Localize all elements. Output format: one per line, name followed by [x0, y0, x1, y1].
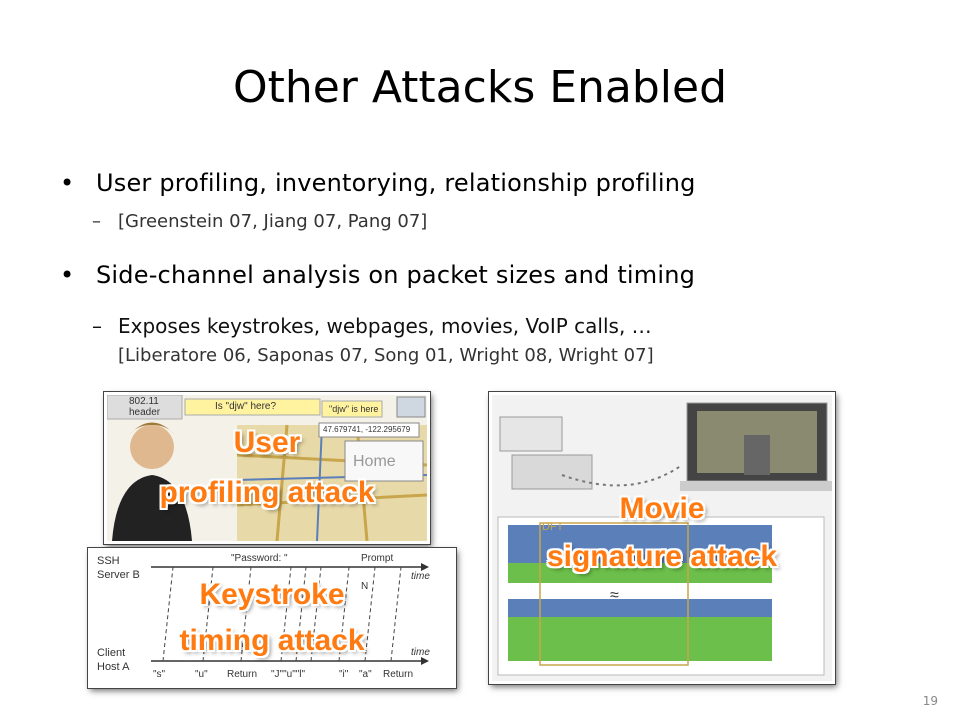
home-box: [344, 440, 424, 482]
header-text: 802.11 header: [129, 396, 161, 418]
key-label: "i": [339, 669, 349, 680]
dft-text: DFT: [542, 521, 564, 533]
query-text: Is "djw" here?: [215, 401, 277, 412]
n-label: N: [361, 581, 369, 592]
bullet-1: • User profiling, inventorying, relation…: [60, 168, 696, 198]
laptop-base: [680, 481, 832, 491]
slide-title: Other Attacks Enabled: [232, 62, 728, 113]
client-arrow-icon: [421, 657, 429, 665]
router-icon: [396, 396, 426, 418]
bullet-dot: •: [60, 261, 75, 289]
key-label: "u": [195, 669, 208, 680]
movie-signature-illustration: [492, 395, 832, 681]
plot-1-green: [508, 563, 772, 583]
key-label: "a": [359, 669, 372, 680]
client-time-label: time: [411, 647, 430, 658]
user-profiling-panel: 802.11 header Is "djw" here? "djw" is he…: [104, 392, 430, 544]
bullet-2-sub: – Exposes keystrokes, webpages, movies, …: [92, 314, 652, 338]
movie-signature-panel: DFT ≈ Movie signature attack: [489, 392, 835, 684]
query-box: [184, 398, 321, 416]
user-profiling-illustration: [107, 395, 427, 541]
plot-2-green: [508, 617, 772, 661]
wireless-path: [561, 464, 683, 487]
approx-symbol: ≈: [610, 587, 619, 604]
keystroke-label-1: Keystroke: [199, 578, 345, 611]
person-body: [112, 475, 192, 541]
bullet-1-text: User profiling, inventorying, relationsh…: [96, 169, 696, 197]
set-top-box-icon: [511, 454, 593, 490]
reply-text: "djw" is here: [329, 404, 379, 414]
dft-window: [539, 522, 689, 666]
user-profiling-label-1: User: [233, 426, 301, 459]
server-arrow-icon: [421, 563, 429, 571]
coords-text: 47.679741, -122.295679: [323, 425, 411, 434]
slide-number: 19: [922, 694, 938, 708]
password-prompt-text: "Password: ": [231, 553, 288, 564]
coords-box: [318, 422, 420, 438]
keystroke-timing-illustration: [91, 551, 453, 685]
phone-icon: [744, 435, 770, 475]
client-label: Client: [97, 647, 126, 659]
header-box: [107, 395, 183, 420]
bullet-2-text: Side-channel analysis on packet sizes an…: [96, 261, 696, 289]
bullet-1-sub-text: [Greenstein 07, Jiang 07, Pang 07]: [118, 211, 428, 232]
user-profiling-label-2: profiling attack: [159, 476, 375, 509]
dash-mark: –: [92, 211, 101, 232]
prompt-text: Prompt: [361, 553, 394, 564]
keystroke-timing-panel: SSH Server B Client Host A "Password: " …: [88, 548, 456, 688]
movie-label-1: Movie: [619, 492, 705, 525]
bullet-dot: •: [60, 169, 75, 197]
home-text: Home: [353, 453, 396, 470]
key-label: "s": [153, 669, 166, 680]
person-head: [130, 425, 174, 469]
bullet-1-sub: – [Greenstein 07, Jiang 07, Pang 07]: [92, 210, 428, 234]
key-label: Return: [227, 669, 258, 680]
tv-box-icon: [499, 416, 563, 452]
server-time-label: time: [411, 571, 430, 582]
person-hair: [129, 422, 175, 435]
key-label: "J""u""l": [271, 669, 306, 680]
key-label: Return: [383, 669, 414, 680]
movie-label-2: signature attack: [546, 540, 778, 573]
ssh-label: SSH: [97, 555, 120, 567]
bullet-2-sub-text: Exposes keystrokes, webpages, movies, Vo…: [118, 314, 652, 338]
host-label: Host A: [97, 661, 130, 673]
bullet-2-sub-citations: [Liberatore 06, Saponas 07, Song 01, Wri…: [118, 345, 654, 366]
reply-box: [321, 400, 383, 418]
packet-lines: [162, 566, 402, 662]
panel-background: [91, 551, 453, 685]
keystroke-label-2: timing attack: [179, 624, 365, 657]
server-label: Server B: [97, 569, 140, 581]
bullet-2: • Side-channel analysis on packet sizes …: [60, 260, 696, 290]
dash-mark: –: [92, 314, 102, 338]
